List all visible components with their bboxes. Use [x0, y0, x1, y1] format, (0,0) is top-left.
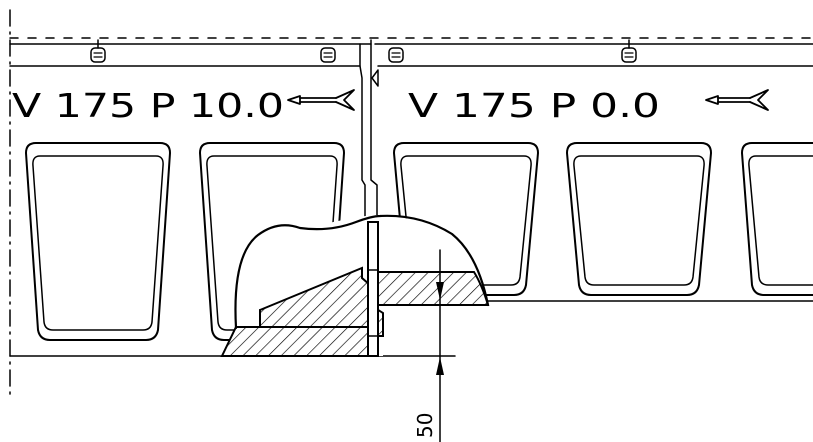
clip-icon	[621, 39, 637, 63]
cleat-pocket	[566, 142, 712, 296]
dimension-50: 50	[413, 249, 444, 442]
clip-icon	[388, 47, 404, 63]
section-break-line	[234, 214, 490, 330]
hatched-section-wedge	[259, 266, 384, 337]
segment-step-marker	[371, 69, 379, 87]
clip-icon	[320, 47, 336, 63]
segment-joint-left	[359, 43, 366, 223]
right-segment-marking: V 175 P 0.0	[408, 86, 660, 125]
metal-insert	[367, 221, 379, 357]
cleat-pocket	[741, 142, 813, 296]
direction-arrow-icon	[705, 89, 769, 111]
segment-joint-right	[370, 39, 378, 223]
hatched-section-upper	[377, 271, 490, 306]
clip-icon	[90, 39, 106, 63]
direction-arrow-icon	[287, 89, 355, 111]
cleat-pocket	[393, 142, 539, 296]
dimension-value: 50	[413, 413, 437, 438]
cleat-pocket	[25, 142, 171, 341]
hatched-section-lower	[220, 326, 369, 357]
left-segment-marking: V 175 P 10.0	[12, 86, 284, 125]
